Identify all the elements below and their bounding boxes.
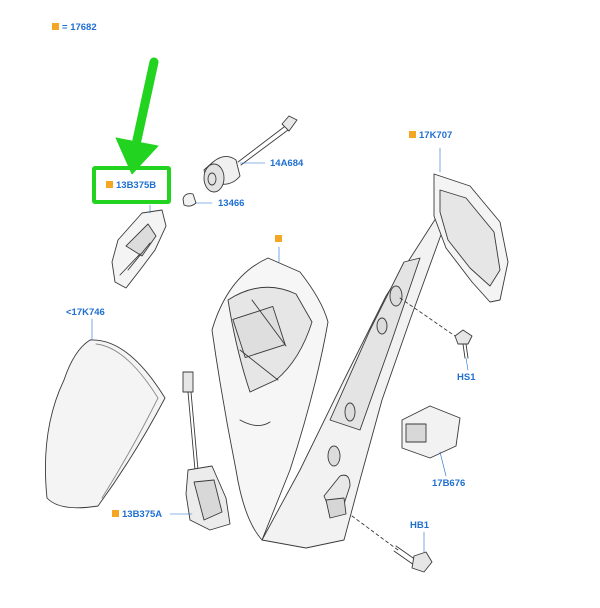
switch-17b676 xyxy=(401,405,461,477)
part-label-hb1[interactable]: HB1 xyxy=(410,520,430,531)
green-arrow-icon xyxy=(115,57,159,175)
mirror-glass-17k746 xyxy=(44,318,166,509)
marker-icon xyxy=(112,510,119,517)
bolt-hb1 xyxy=(351,515,433,573)
part-marker-17682 xyxy=(275,234,285,245)
part-label-13b375b[interactable]: 13B375B xyxy=(106,180,156,191)
marker-icon xyxy=(106,181,113,188)
lamp-housing-13b375b xyxy=(111,204,167,289)
part-label-17k707[interactable]: 17K707 xyxy=(409,130,452,141)
part-label-13466[interactable]: 13466 xyxy=(218,198,245,209)
mirror-housing-17682 xyxy=(211,246,329,541)
part-label-17b676[interactable]: 17B676 xyxy=(432,478,466,489)
part-label-hs1[interactable]: HS1 xyxy=(457,372,476,383)
lamp-13b375a xyxy=(169,371,231,531)
legend-label: = 17682 xyxy=(52,22,97,33)
marker-icon xyxy=(409,131,416,138)
mirror-base xyxy=(261,217,443,549)
cover-frame-17k707 xyxy=(433,147,509,303)
screw-hs1 xyxy=(399,297,473,371)
part-label-17k746[interactable]: <17K746 xyxy=(66,307,105,318)
bulb-13466 xyxy=(182,193,213,207)
marker-icon xyxy=(275,235,282,242)
part-label-14a684[interactable]: 14A684 xyxy=(270,158,304,169)
highlight-box xyxy=(92,166,171,204)
legend-marker-icon xyxy=(52,23,59,30)
part-label-13b375a[interactable]: 13B375A xyxy=(112,509,162,520)
wire-harness-14a684 xyxy=(203,115,298,193)
